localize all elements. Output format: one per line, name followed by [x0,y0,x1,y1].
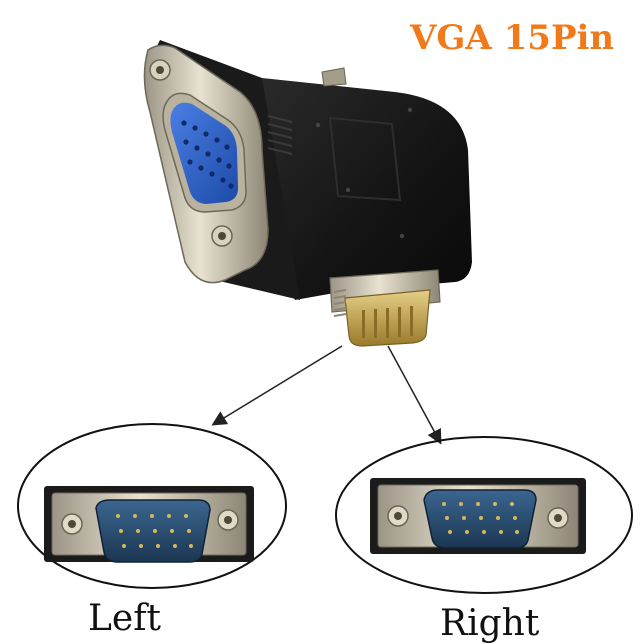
vga-male-port-icon [329,269,441,347]
right-screw-a [387,505,409,527]
right-screw-b [547,507,569,529]
adapter-body [262,78,472,300]
left-screw-b [217,509,239,531]
left-ellipse [17,423,287,589]
top-thumb-screw [321,67,347,87]
variant-left-callout [17,423,287,589]
vent-marks [267,115,293,155]
variant-label-left: Left [88,598,162,639]
left-screw-a [61,513,83,535]
arrow-left [211,345,343,426]
female-pin-holes [181,120,234,189]
right-pins [442,502,519,534]
screw-bottom [211,225,233,247]
vga-adapter-image [143,40,472,347]
body-emboss [328,116,402,202]
arrow-right [387,345,442,445]
screw-top [149,59,171,81]
right-ellipse [335,436,633,594]
variant-label-right: Right [440,603,540,644]
variant-right-callout [335,436,633,594]
left-pins [116,514,193,548]
product-title: VGA 15Pin [410,18,615,58]
